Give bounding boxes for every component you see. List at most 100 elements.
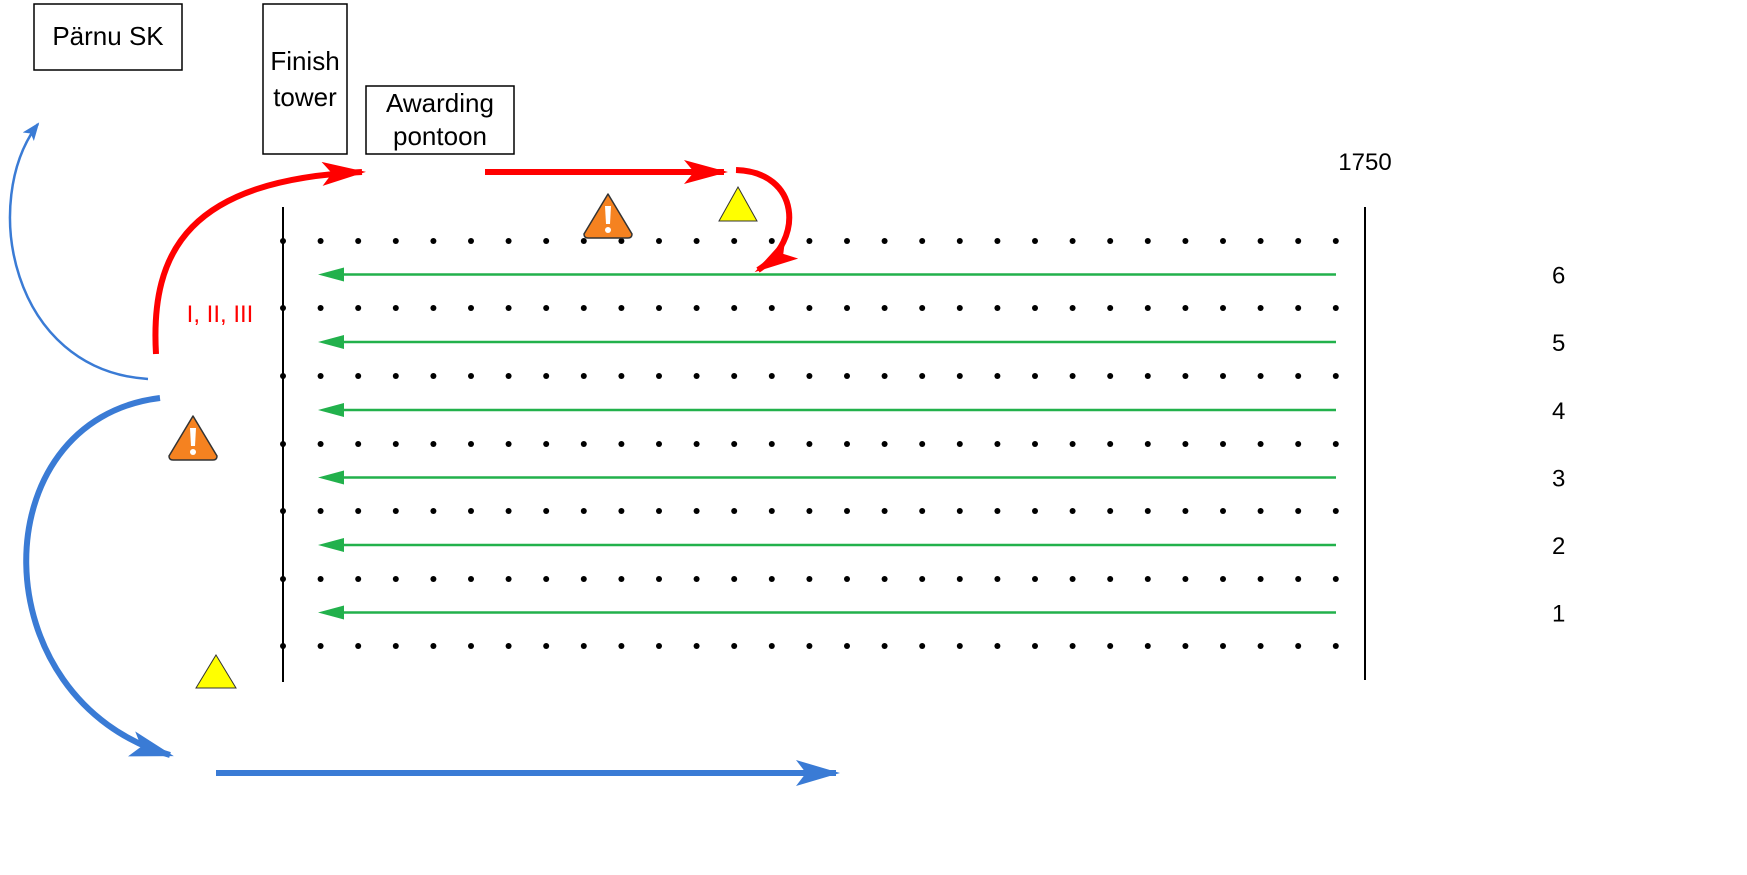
buoy-dot: [580, 238, 587, 244]
warning-triangle-icon: [583, 193, 633, 239]
buoy-dot: [280, 643, 286, 649]
buoy-dot: [430, 441, 437, 447]
buoy-dot: [1182, 373, 1189, 379]
buoy-dot: [844, 441, 850, 447]
buoy-dot: [1220, 305, 1226, 311]
buoy-dot: [1144, 576, 1151, 582]
buoy-dot: [543, 441, 550, 447]
buoy-dot: [1332, 441, 1339, 447]
buoy-dot: [956, 238, 963, 244]
buoy-dot: [1257, 373, 1264, 379]
buoy-dot: [1257, 441, 1264, 447]
buoy-dot: [1220, 373, 1226, 379]
buoy-dot: [1107, 508, 1114, 514]
buoy-dot: [994, 305, 1001, 311]
warning-triangle-icon: [168, 415, 218, 461]
buoy-dot: [731, 305, 738, 311]
lane-number-6: 6: [1552, 263, 1565, 290]
buoy-dot: [1069, 441, 1076, 447]
buoy-dot: [317, 238, 324, 244]
yellow-marker-triangle-icon: [718, 185, 758, 222]
buoy-dot: [280, 508, 286, 514]
buoy-dot: [806, 643, 813, 649]
buoy-dot: [1332, 305, 1339, 311]
buoy-dot: [731, 373, 738, 379]
buoy-dot: [881, 441, 888, 447]
buoy-dot: [919, 441, 926, 447]
lane-number-5: 5: [1552, 330, 1565, 357]
buoy-dot: [1069, 643, 1076, 649]
buoy-dot: [580, 441, 587, 447]
buoy-dot: [994, 643, 1001, 649]
buoy-dot: [731, 508, 738, 514]
buoy-dot: [1069, 373, 1076, 379]
buoy-dot: [1032, 441, 1038, 447]
buoy-dot: [1144, 305, 1151, 311]
buoy-dot: [844, 238, 850, 244]
lane-arrow-head-4: [318, 403, 344, 417]
lane-number-2: 2: [1552, 533, 1565, 560]
buoy-dot: [881, 643, 888, 649]
finish-tower-label-line1: Finish: [270, 46, 339, 76]
buoy-dot: [693, 643, 700, 649]
buoy-dot: [543, 576, 550, 582]
buoy-dot: [1069, 576, 1076, 582]
buoy-dot: [1220, 441, 1226, 447]
buoy-dot: [355, 373, 362, 379]
buoy-dot: [317, 305, 324, 311]
buoy-dot: [355, 576, 362, 582]
buoy-dot: [881, 576, 888, 582]
buoy-dot: [468, 238, 474, 244]
buoy-dot: [656, 643, 662, 649]
buoy-dot: [280, 373, 286, 379]
buoy-dot: [468, 576, 474, 582]
buoy-dot: [656, 441, 662, 447]
buoy-dot: [355, 238, 362, 244]
buoy-dot: [1295, 238, 1302, 244]
buoy-dot: [618, 508, 625, 514]
buoy-dot: [1182, 576, 1189, 582]
buoy-dot: [1107, 576, 1114, 582]
buoy-dot: [355, 441, 362, 447]
buoy-dot: [317, 441, 324, 447]
buoy-dot: [768, 441, 775, 447]
buoy-dot: [392, 576, 399, 582]
buoy-dot: [1144, 238, 1151, 244]
buoy-dot: [844, 373, 850, 379]
buoy-dot: [1220, 508, 1226, 514]
buoy-dot: [580, 508, 587, 514]
buoy-dot: [1107, 305, 1114, 311]
buoy-dot: [881, 238, 888, 244]
buoy-dot: [768, 373, 775, 379]
buoy-dot: [618, 576, 625, 582]
buoy-dot: [505, 643, 512, 649]
buoy-dot: [1257, 238, 1264, 244]
buoy-dot: [505, 238, 512, 244]
buoy-dot: [1032, 238, 1038, 244]
buoy-dot: [392, 373, 399, 379]
buoy-dot: [618, 238, 625, 244]
lane-arrow-head-3: [318, 470, 344, 485]
buoy-dot: [806, 508, 813, 514]
buoy-dot: [317, 373, 324, 379]
buoy-dot: [1182, 508, 1189, 514]
buoy-dot: [844, 643, 850, 649]
lane-arrow-head-6: [318, 267, 344, 282]
buoy-dot: [543, 643, 550, 649]
distance-label: 1750: [1338, 149, 1391, 176]
buoy-dot: [430, 643, 437, 649]
buoy-dot: [919, 373, 926, 379]
awarding-pontoon-label-line1: Awarding: [386, 88, 494, 118]
buoy-dot: [355, 305, 362, 311]
buoy-dot: [693, 441, 700, 447]
finish-tower-box: Finish tower: [262, 3, 348, 155]
buoy-dot: [1107, 441, 1114, 447]
buoy-dot: [881, 373, 888, 379]
buoy-dot: [1332, 373, 1339, 379]
buoy-dot: [1332, 576, 1339, 582]
medal-route-label: I, II, III: [187, 301, 254, 328]
buoy-dot: [1032, 508, 1038, 514]
buoy-dot: [1182, 441, 1189, 447]
buoy-dot: [994, 238, 1001, 244]
